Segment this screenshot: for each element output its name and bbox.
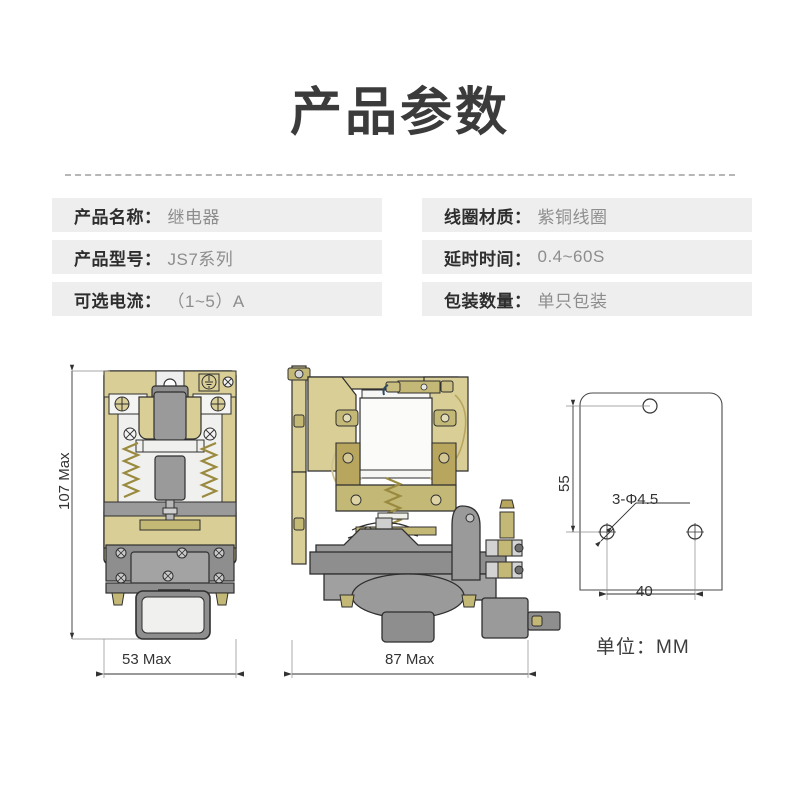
dimension-label-front-width: 53 Max [122,651,172,668]
page-title: 产品参数 [289,84,510,142]
spec-row-package-qty: 包装数量： 单只包装 [422,282,752,316]
dimension-label-plate-height: 55 [556,475,573,492]
spec-row-coil-material: 线圈材质： 紫铜线圈 [422,198,752,232]
dimension-side-width [283,640,537,678]
spec-label: 延时时间： [444,249,532,269]
spec-row-product-name: 产品名称： 继电器 [52,198,382,232]
side-view-drawing [283,365,561,678]
hole-callout-leader [595,502,690,547]
spec-row-current-options: 可选电流： （1~5）A [52,282,382,316]
spec-value: 0.4~60S [537,247,605,266]
spec-row-delay-time: 延时时间： 0.4~60S [422,240,752,274]
unit-note: 单位：MM [596,637,690,658]
dimension-label-hole-callout: 3-Φ4.5 [612,491,659,508]
dimension-front-height [69,364,140,640]
spec-column-right: 线圈材质： 紫铜线圈 延时时间： 0.4~60S 包装数量： 单只包装 [422,198,752,324]
spec-value: 继电器 [167,207,220,227]
mounting-plate-drawing [566,392,723,600]
spec-value: 紫铜线圈 [537,207,608,227]
header-divider [65,174,735,176]
front-view-drawing [69,364,245,678]
spec-value: JS7系列 [167,249,234,269]
spec-label: 产品名称： [74,207,162,227]
spec-label: 产品型号： [74,249,162,269]
spec-row-product-model: 产品型号： JS7系列 [52,240,382,274]
spec-label: 包装数量： [444,291,532,311]
dimension-front-width [95,639,245,678]
dimension-label-plate-width: 40 [636,583,653,600]
spec-label: 线圈材质： [444,207,532,227]
ground-symbol-icon [201,374,217,390]
spec-value: 单只包装 [537,291,608,311]
technical-drawings [69,364,723,678]
spec-label: 可选电流： [74,291,162,311]
spec-column-left: 产品名称： 继电器 产品型号： JS7系列 可选电流： （1~5）A [52,198,382,324]
spec-value: （1~5）A [167,291,245,311]
spring-left-icon [121,441,141,499]
dimension-label-side-width: 87 Max [385,651,435,668]
spring-right-icon [199,441,219,499]
spec-table: 产品名称： 继电器 产品型号： JS7系列 可选电流： （1~5）A 线圈材质：… [52,198,752,324]
dimension-label-front-height: 107 Max [56,452,73,510]
